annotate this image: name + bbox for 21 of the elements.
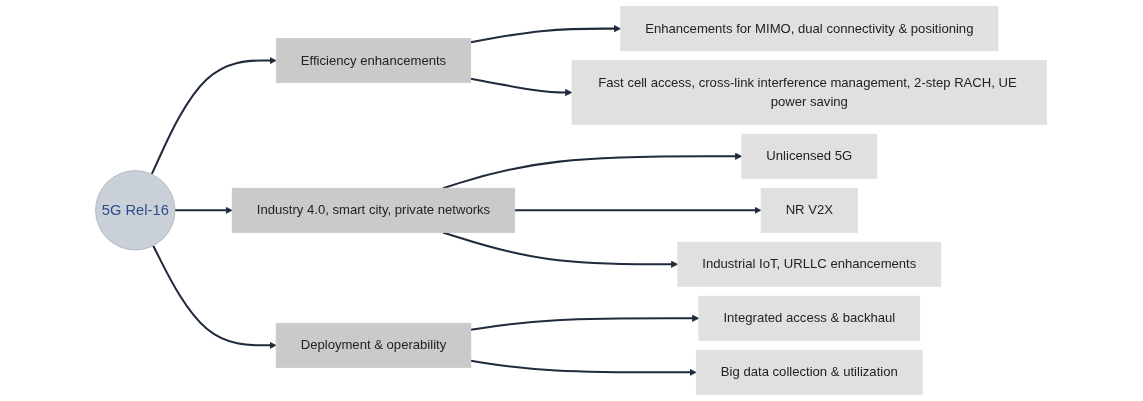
arrow (443, 152, 743, 190)
arrow (471, 359, 698, 376)
node-box: Industrial IoT, URLLC enhancements (677, 241, 942, 287)
node-box: Industry 4.0, smart city, private networks (232, 187, 516, 233)
node-box: Big data collection & utilization (696, 349, 924, 395)
node-box: Integrated access & backhaul (698, 295, 921, 341)
arrow (152, 245, 277, 349)
node-box: Deployment & operability (276, 322, 472, 368)
arrow (470, 77, 573, 97)
arrow (471, 314, 700, 331)
arrow (175, 206, 233, 214)
arrow (151, 56, 277, 175)
node-circle: 5G Rel-16 (95, 170, 176, 251)
arrow (443, 231, 679, 268)
node-box: NR V2X (761, 187, 859, 233)
node-box: Fast cell access, cross-link interference management, 2-step RACH, UE power saving (572, 60, 1048, 125)
node-box: Enhancements for MIMO, dual connectivity & positioning (620, 6, 999, 52)
node-box: Efficiency enhancements (276, 38, 472, 84)
arrow (470, 25, 622, 44)
arrow (515, 206, 762, 214)
node-box: Unlicensed 5G (741, 133, 878, 179)
